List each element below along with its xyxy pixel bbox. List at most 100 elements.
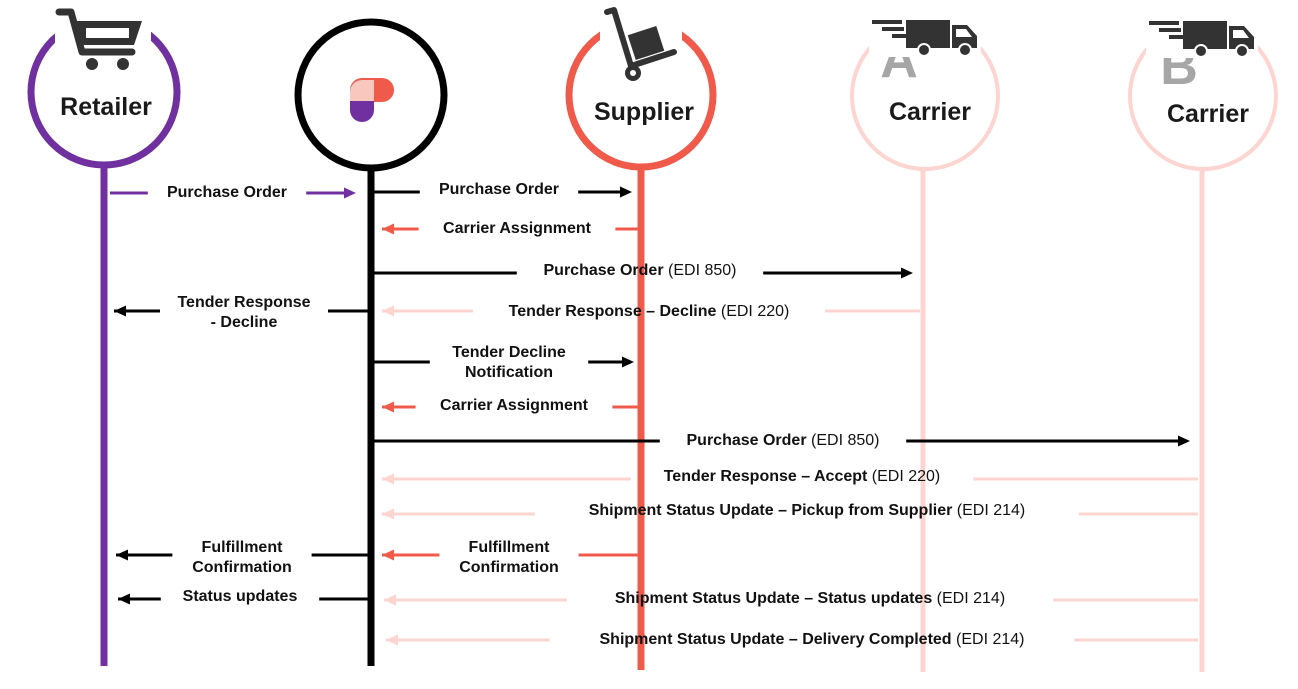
message-label: Shipment Status Update – Status updates … <box>615 590 1005 607</box>
message-line-bold: Confirmation <box>459 559 559 576</box>
message-line-normal: (EDI 220) <box>867 468 940 485</box>
message-line-bold: Confirmation <box>192 559 292 576</box>
message-line-bold: Purchase Order <box>544 262 664 279</box>
participant-retailer: Retailer <box>27 5 181 169</box>
message-label: Tender Response – Accept (EDI 220) <box>664 468 941 485</box>
message-line-bold: Tender Response – Decline <box>509 303 717 320</box>
arrow-head <box>114 305 126 317</box>
message-label: Purchase Order (EDI 850) <box>544 262 737 279</box>
participant-label: Carrier <box>1167 100 1249 128</box>
message-line-normal: (EDI 214) <box>952 502 1025 519</box>
message-m11: Shipment Status Update – Pickup from Sup… <box>382 502 1198 520</box>
arrow-head <box>382 401 394 413</box>
message-label: Tender Response – Decline (EDI 220) <box>509 303 790 320</box>
participant-platform <box>294 18 448 172</box>
message-line-normal: (EDI 850) <box>807 432 880 449</box>
message-line: Tender Decline <box>452 344 566 361</box>
message-line-normal: (EDI 220) <box>716 303 789 320</box>
lifelines <box>100 166 1205 672</box>
message-line-bold: - Decline <box>211 314 278 331</box>
message-line: Carrier Assignment <box>443 220 592 237</box>
message-line: Purchase Order (EDI 850) <box>687 432 880 449</box>
participant-label: Retailer <box>60 93 152 121</box>
arrow-head <box>118 593 130 605</box>
message-line-bold: Tender Response – Accept <box>664 468 868 485</box>
message-line-normal: (EDI 214) <box>952 631 1025 648</box>
message-label: Purchase Order (EDI 850) <box>687 432 880 449</box>
message-line-bold: Tender Response <box>177 294 310 311</box>
message-label: Tender Response - Decline <box>177 294 310 331</box>
message-m4: Purchase Order (EDI 850) <box>374 262 913 279</box>
message-line: Tender Response <box>177 294 310 311</box>
message-line-bold: Tender Decline <box>452 344 566 361</box>
message-line-bold: Purchase Order <box>167 184 287 201</box>
message-label: Purchase Order <box>439 181 559 198</box>
arrow-head <box>116 549 128 561</box>
message-line: Fulfillment <box>469 539 551 556</box>
message-m15: Shipment Status Update – Status updates … <box>384 590 1198 607</box>
message-line: Confirmation <box>459 559 559 576</box>
message-m8: Carrier Assignment <box>382 397 638 414</box>
arrow-head <box>382 223 394 235</box>
message-line-bold: Fulfillment <box>202 539 284 556</box>
message-line-bold: Carrier Assignment <box>443 220 592 237</box>
message-line-bold: Purchase Order <box>687 432 807 449</box>
participant-label: Carrier <box>889 98 971 126</box>
arrow-head <box>382 305 394 317</box>
message-line: Tender Response – Accept (EDI 220) <box>664 468 941 485</box>
message-line-bold: Status updates <box>183 588 298 605</box>
message-line: Confirmation <box>192 559 292 576</box>
message-m5: Tender Response - Decline <box>114 294 368 331</box>
arrow-head <box>620 186 632 198</box>
message-line-normal: (EDI 850) <box>664 262 737 279</box>
message-m6: Tender Response – Decline (EDI 220) <box>382 303 920 320</box>
delivery-truck-icon <box>1146 18 1258 58</box>
message-line: Status updates <box>183 588 298 605</box>
message-line-bold: Shipment Status Update – Delivery Comple… <box>600 631 952 648</box>
message-line: - Decline <box>211 314 278 331</box>
message-label: Purchase Order <box>167 184 287 201</box>
delivery-truck-icon <box>869 17 981 57</box>
hand-truck-icon <box>600 4 682 84</box>
message-label: Status updates <box>183 588 298 605</box>
message-m2: Purchase Order <box>374 181 632 198</box>
message-m14: Status updates <box>118 588 368 605</box>
message-label: Carrier Assignment <box>440 397 589 414</box>
shopping-cart-icon <box>55 5 151 77</box>
message-line: Purchase Order (EDI 850) <box>544 262 737 279</box>
message-line-bold: Shipment Status Update – Status updates <box>615 590 932 607</box>
message-m3: Carrier Assignment <box>382 220 638 237</box>
message-m1: Purchase Order <box>110 184 356 201</box>
message-line-bold: Carrier Assignment <box>440 397 589 414</box>
message-line: Shipment Status Update – Pickup from Sup… <box>589 502 1026 519</box>
message-line: Purchase Order <box>439 181 559 198</box>
arrow-head <box>382 473 394 485</box>
arrow-head <box>382 549 394 561</box>
participant-label: Supplier <box>594 98 694 126</box>
message-m9: Purchase Order (EDI 850) <box>374 432 1190 449</box>
message-line: Notification <box>465 364 553 381</box>
message-line-bold: Purchase Order <box>439 181 559 198</box>
message-line-bold: Notification <box>465 364 553 381</box>
message-line-bold: Shipment Status Update – Pickup from Sup… <box>589 502 953 519</box>
message-line: Purchase Order <box>167 184 287 201</box>
message-line-normal: (EDI 214) <box>932 590 1005 607</box>
message-line: Shipment Status Update – Delivery Comple… <box>600 631 1025 648</box>
message-m16: Shipment Status Update – Delivery Comple… <box>386 631 1198 648</box>
arrow-head <box>384 594 396 606</box>
message-line: Tender Response – Decline (EDI 220) <box>509 303 790 320</box>
arrow-head <box>901 267 913 279</box>
message-line: Fulfillment <box>202 539 284 556</box>
